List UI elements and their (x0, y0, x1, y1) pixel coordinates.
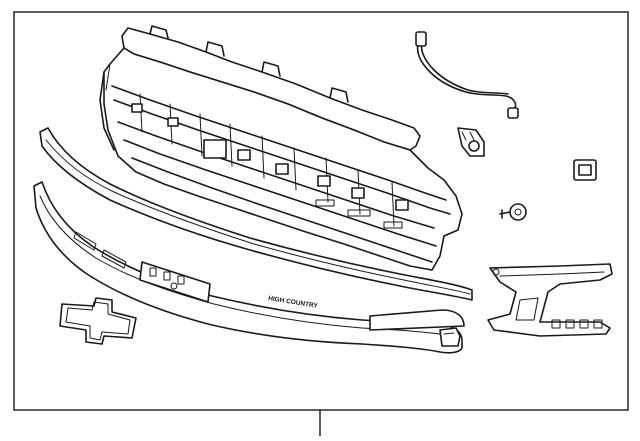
clip[interactable] (573, 159, 597, 181)
grille-assembly[interactable] (99, 25, 463, 271)
push-pin-fastener[interactable] (499, 203, 527, 221)
wiring-harness[interactable] (415, 31, 519, 119)
camera-bracket[interactable] (457, 127, 485, 157)
filler-cap[interactable] (439, 327, 461, 347)
bumper-text: HIGH COUNTRY (268, 295, 319, 310)
grille-bar-upper[interactable] (39, 127, 473, 301)
diagram-frame (13, 11, 629, 411)
emblem[interactable] (59, 297, 137, 345)
side-bracket[interactable] (487, 263, 613, 337)
